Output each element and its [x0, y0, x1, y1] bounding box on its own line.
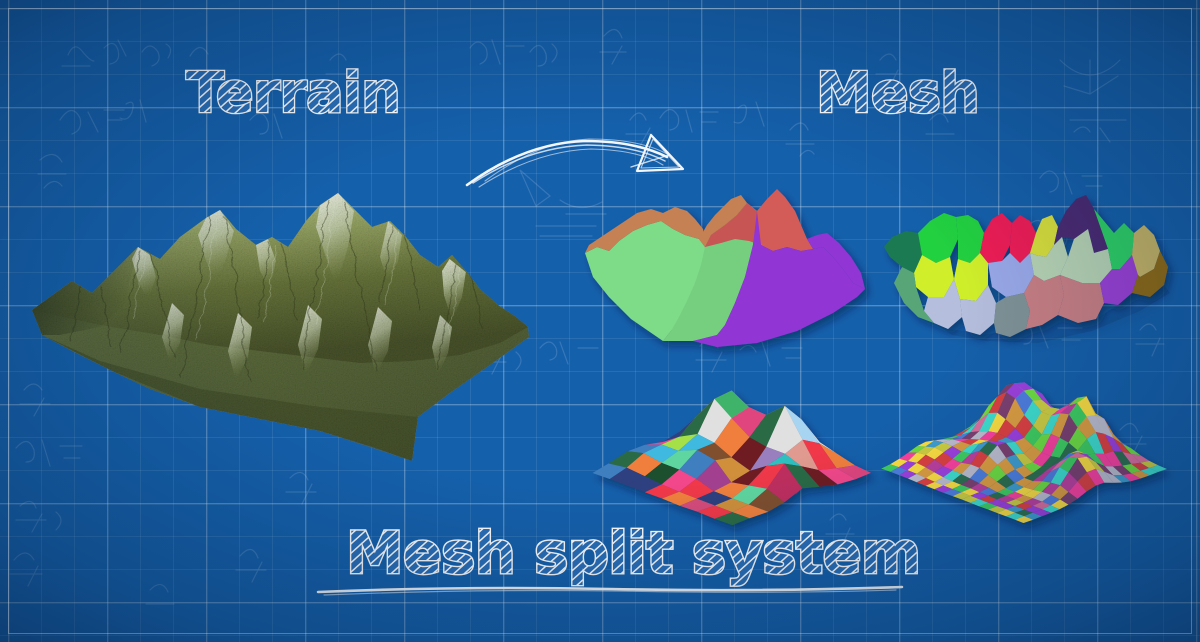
mesh-split-2x2 — [575, 185, 875, 350]
mesh-split-8x8 — [582, 385, 877, 535]
mesh-split-4x4 — [878, 175, 1178, 345]
mesh-split-16x16 — [872, 375, 1172, 535]
terrain-heightmap-render — [20, 185, 540, 485]
terrain-to-mesh-arrow — [455, 125, 705, 205]
